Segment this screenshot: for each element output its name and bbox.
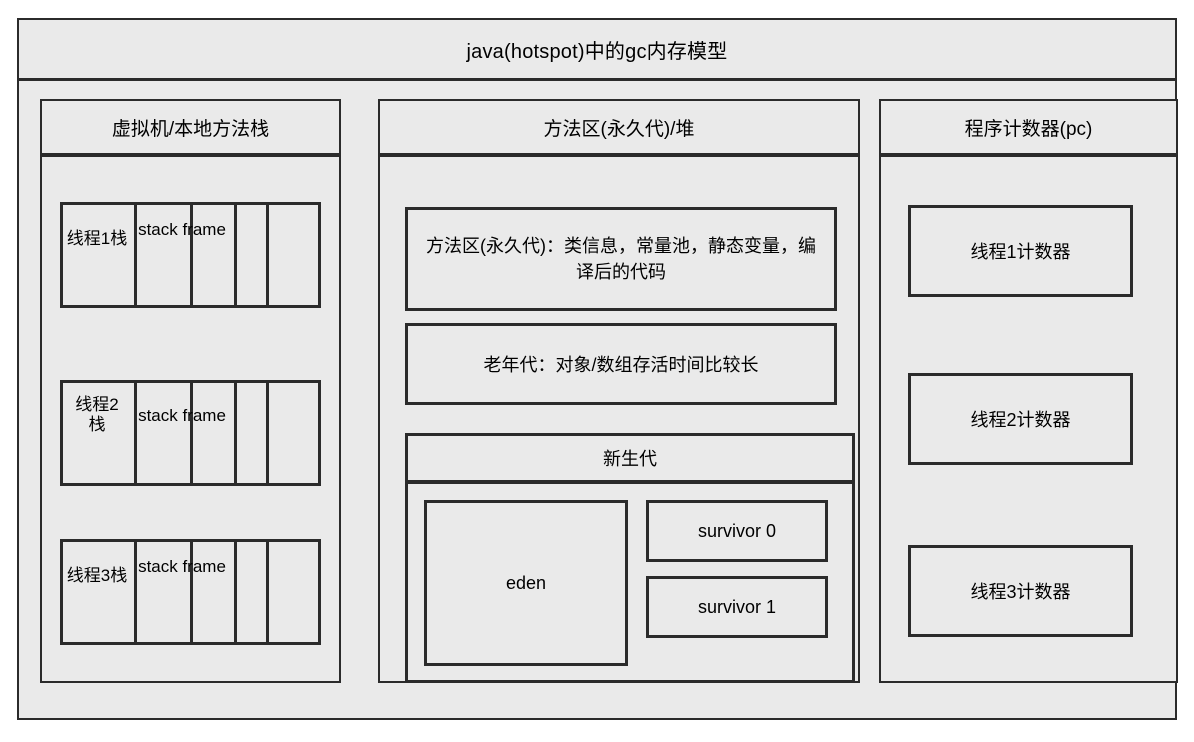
stack-frame-cell [193, 542, 237, 642]
stack-frame-cell [137, 205, 193, 305]
method-area-box[interactable]: 方法区(永久代)：类信息，常量池，静态变量，编译后的代码 [405, 207, 837, 311]
column-vm-stacks: 虚拟机/本地方法栈 线程1栈 stack frame 线程2栈 sta [40, 99, 341, 683]
title-divider [19, 78, 1175, 81]
thread-stack-row[interactable] [60, 539, 321, 645]
old-generation-box[interactable]: 老年代：对象/数组存活时间比较长 [405, 323, 837, 405]
thread-stack-row[interactable] [60, 202, 321, 308]
column-divider-program-counter [881, 153, 1176, 157]
stack-frame-cell [193, 383, 237, 483]
stack-frame-cell [137, 383, 193, 483]
thread-counter-box[interactable]: 线程3计数器 [908, 545, 1133, 637]
stack-frame-cell [137, 542, 193, 642]
column-method-area-heap: 方法区(永久代)/堆 方法区(永久代)：类信息，常量池，静态变量，编译后的代码 … [378, 99, 860, 683]
stack-frame-cell-empty [269, 542, 318, 642]
column-header-method-area-heap: 方法区(永久代)/堆 [543, 118, 695, 140]
stack-frame-cell-empty [237, 542, 269, 642]
outer-frame: java(hotspot)中的gc内存模型 虚拟机/本地方法栈 线程1栈 sta… [17, 18, 1178, 720]
column-program-counter: 程序计数器(pc) 线程1计数器 线程2计数器 线程3计数器 [879, 99, 1178, 683]
column-divider-vm-stacks [42, 153, 339, 157]
eden-box[interactable]: eden [424, 500, 628, 666]
column-divider-method-area-heap [380, 153, 858, 157]
stack-frame-cell [193, 205, 237, 305]
survivor-1-box[interactable]: survivor 1 [646, 576, 828, 638]
thread-stack-row[interactable] [60, 380, 321, 486]
stack-frame-cell-empty [269, 383, 318, 483]
stack-frame-cell-empty [269, 205, 318, 305]
young-generation-divider [408, 480, 852, 484]
stack-frame-cell-empty [237, 383, 269, 483]
thread-counter-box[interactable]: 线程2计数器 [908, 373, 1133, 465]
column-header-vm-stacks: 虚拟机/本地方法栈 [111, 118, 270, 140]
young-generation-header: 新生代 [603, 449, 657, 469]
young-generation-box: 新生代 eden survivor 0 survivor 1 [405, 433, 855, 683]
thread-counter-box[interactable]: 线程1计数器 [908, 205, 1133, 297]
page-title: java(hotspot)中的gc内存模型 [466, 40, 728, 63]
thread-stack-label-cell [63, 383, 137, 483]
thread-stack-label-cell [63, 542, 137, 642]
column-header-program-counter: 程序计数器(pc) [964, 118, 1093, 140]
stack-frame-cell-empty [237, 205, 269, 305]
thread-stack-label-cell [63, 205, 137, 305]
survivor-0-box[interactable]: survivor 0 [646, 500, 828, 562]
